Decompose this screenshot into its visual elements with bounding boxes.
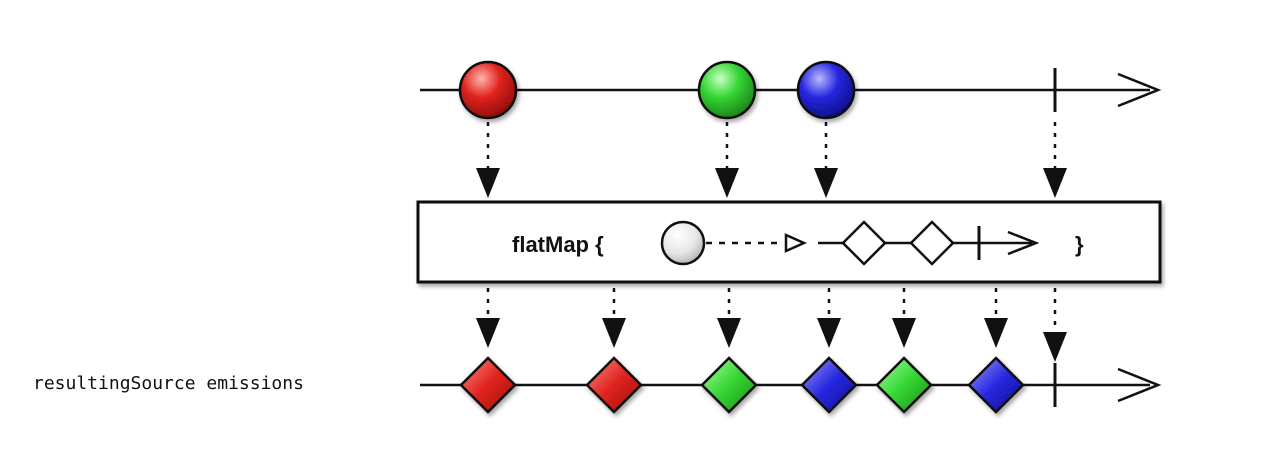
output-stream-label: resultingSource emissions (33, 373, 304, 394)
output-diamond-green-1 (700, 356, 758, 414)
output-diamond-red-2 (585, 356, 643, 414)
operator-close-brace: } (1075, 232, 1084, 257)
source-marble-blue (796, 60, 856, 120)
source-to-operator-arrows (476, 122, 1067, 198)
inner-diamond-2 (909, 220, 955, 266)
source-timeline-arrowhead (1117, 72, 1162, 108)
inner-timeline-arrowhead (1007, 230, 1040, 256)
output-diamond-blue-1 (800, 356, 858, 414)
output-diamond-blue-2 (967, 356, 1025, 414)
output-timeline-arrowhead (1117, 367, 1162, 403)
output-diamond-red-1 (459, 356, 517, 414)
inner-open-arrowhead (784, 233, 808, 253)
operator-to-output-arrows (476, 288, 1067, 362)
inner-stream (660, 220, 1040, 266)
source-marble-green (697, 60, 757, 120)
inner-diamond-1 (841, 220, 887, 266)
output-diamond-green-2 (875, 356, 933, 414)
source-marble-red (458, 60, 518, 120)
operator-label: flatMap { (512, 232, 604, 257)
inner-marble-circle (660, 220, 706, 266)
